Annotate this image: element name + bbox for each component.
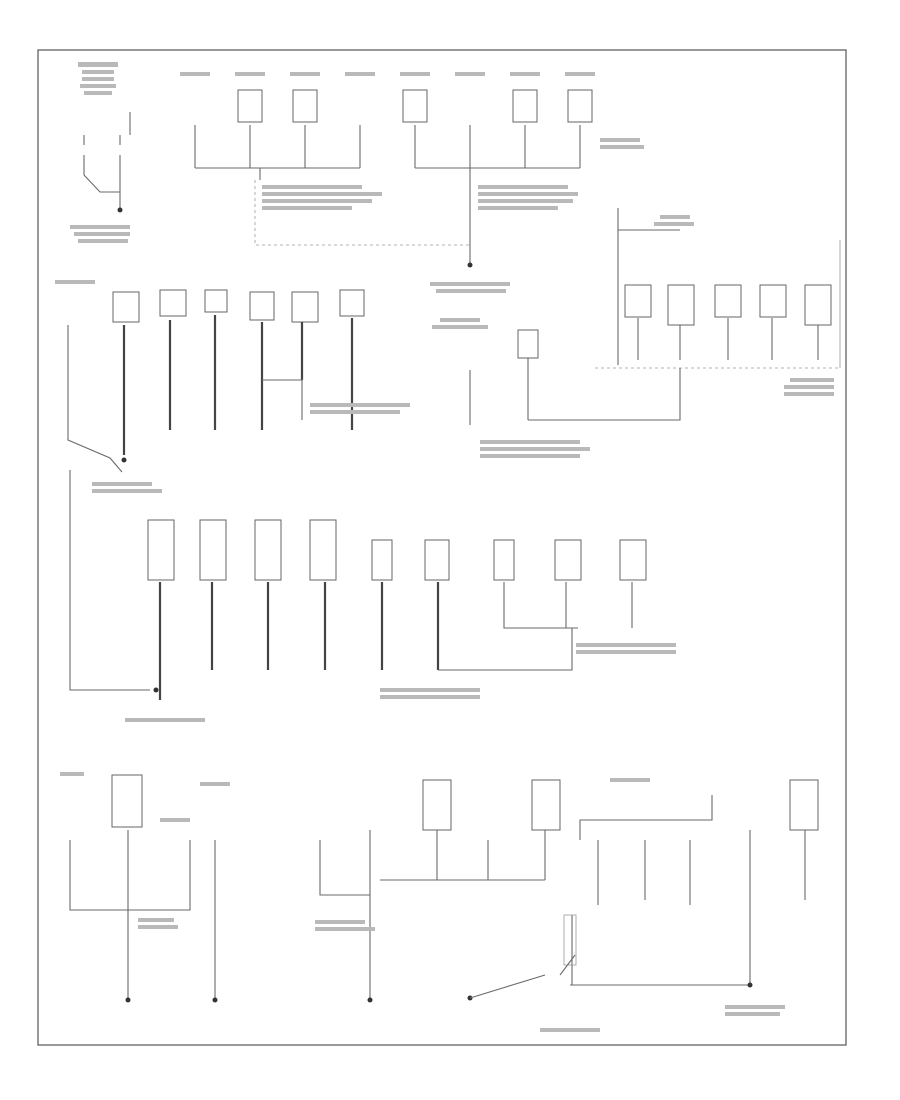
top-left-component bbox=[70, 62, 131, 243]
diagram-border bbox=[37, 49, 847, 1046]
right-top-block bbox=[528, 208, 841, 421]
center-component bbox=[432, 318, 590, 458]
bottom-right-block bbox=[467, 778, 819, 1032]
bottom-left-block bbox=[60, 772, 230, 1003]
second-row-components bbox=[55, 280, 410, 493]
top-row-connectors-left bbox=[180, 72, 470, 246]
third-row-components bbox=[69, 470, 676, 722]
bottom-center-block bbox=[315, 779, 561, 1003]
top-row-connectors-right bbox=[400, 72, 644, 293]
